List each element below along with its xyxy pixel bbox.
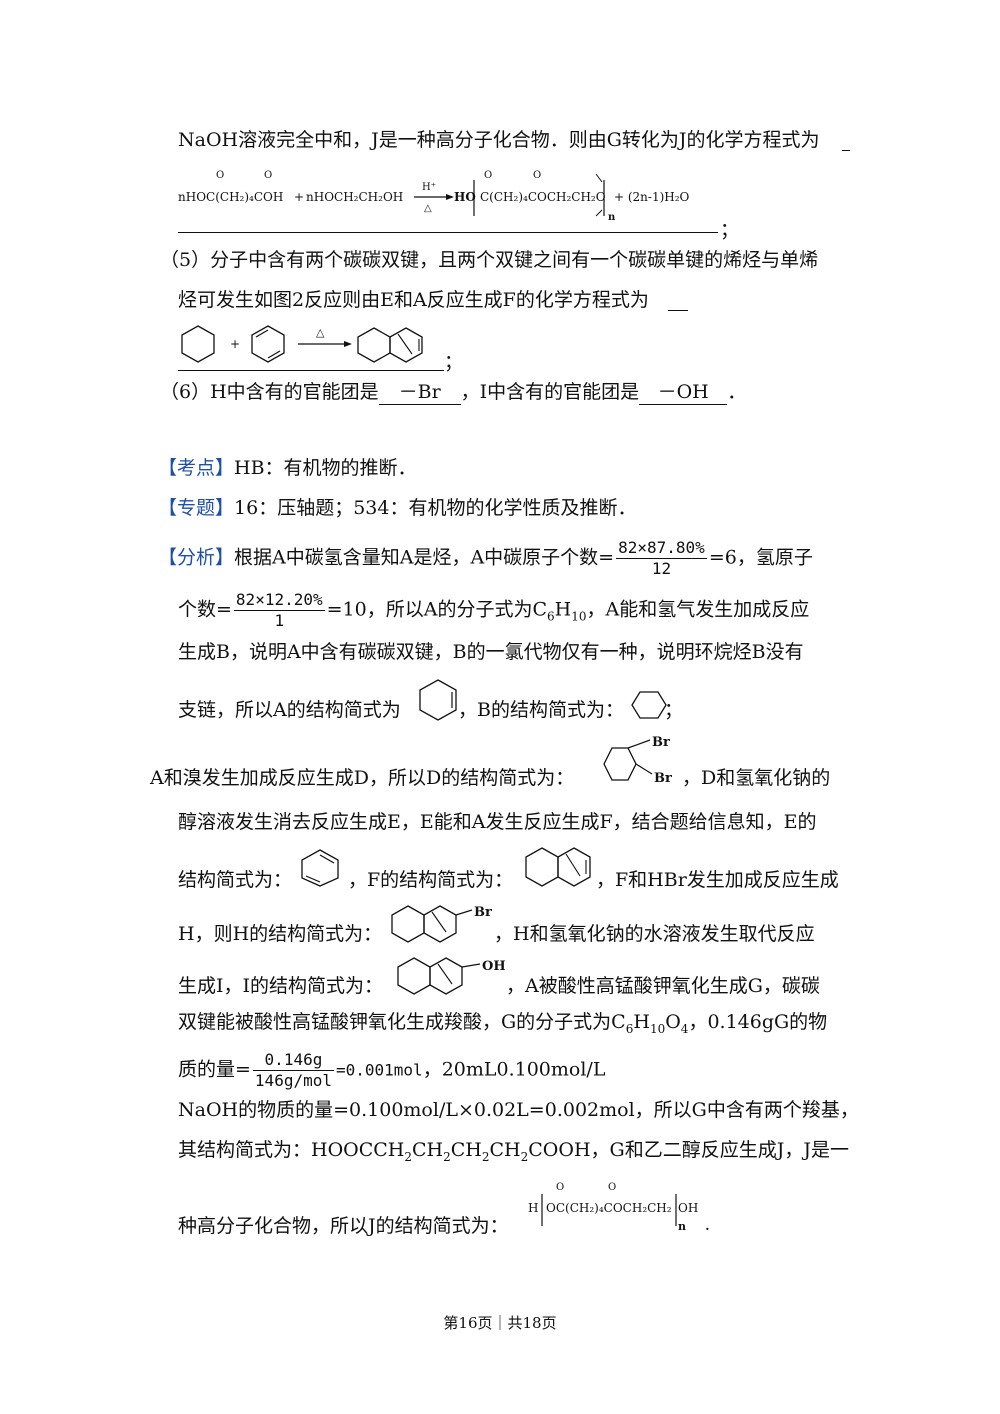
fenxi-line8b: ，H和氢氧化钠的水溶液发生取代反应 bbox=[494, 923, 815, 945]
q4-answer-underline bbox=[178, 232, 718, 233]
q4-line1: NaOH溶液完全中和，J是一种高分子化合物．则由G转化为J的化学方程式为 bbox=[178, 129, 820, 151]
q5-end: ； bbox=[444, 351, 464, 373]
structure-D-dibromocyclohexane: Br Br bbox=[603, 735, 672, 786]
fenxi-line3: 生成B，说明A中含有碳碳双键，B的一氯代物仅有一种，说明环烷烃B没有 bbox=[178, 641, 804, 663]
fenxi-line7b: ，F的结构简式为： bbox=[348, 869, 514, 891]
fenxi-line4a: 支链，所以A的结构简式为 bbox=[178, 699, 401, 721]
svg-text:O: O bbox=[556, 1182, 564, 1193]
svg-text:△: △ bbox=[424, 203, 432, 214]
fenxi-line4b: ，B的结构简式为： bbox=[458, 699, 624, 721]
structure-H-bromo-bicyclic: Br bbox=[391, 905, 492, 943]
q4-equation-image: O O nHOC(CH₂)₄COH + nHOCH₂CH₂OH H⁺ △ HO … bbox=[178, 170, 690, 223]
structure-F-bicyclic bbox=[525, 847, 591, 887]
structure-E-cyclohexadiene bbox=[301, 849, 339, 887]
eq-reactant2: nHOCH₂CH₂OH bbox=[306, 190, 403, 204]
fenxi-line7a: 结构简式为： bbox=[178, 869, 293, 891]
svg-text:O: O bbox=[484, 170, 492, 181]
fenxi-line12: NaOH的物质的量=0.100mol/L×0.02L=0.002mol，所以G中… bbox=[178, 1099, 859, 1121]
svg-text:+ (2n-1)H₂O: + (2n-1)H₂O bbox=[614, 190, 690, 204]
svg-text:O: O bbox=[216, 170, 224, 181]
svg-text:+: + bbox=[294, 190, 304, 204]
svg-text:OH: OH bbox=[482, 959, 506, 974]
structure-I-hydroxy-bicyclic: OH bbox=[397, 957, 506, 995]
structure-A-cyclohexene bbox=[419, 679, 457, 721]
structure-B-cyclohexane bbox=[631, 691, 667, 719]
fenxi-line14: 种高分子化合物，所以J的结构简式为： bbox=[178, 1215, 509, 1237]
fraction-carbon: 82×87.80%12 bbox=[616, 538, 707, 578]
q5-blank-start bbox=[668, 310, 688, 311]
fenxi-line9b: ，A被酸性高锰酸钾氧化生成G，碳碳 bbox=[506, 975, 820, 997]
svg-text:n: n bbox=[608, 212, 616, 223]
svg-text:Br: Br bbox=[652, 735, 670, 750]
q4-end: ； bbox=[720, 219, 740, 241]
svg-text:Br: Br bbox=[654, 771, 672, 786]
svg-text:△: △ bbox=[316, 326, 325, 339]
fenxi-line7c: ，F和HBr发生加成反应生成 bbox=[596, 869, 839, 891]
fenxi-line4c: ； bbox=[664, 699, 684, 721]
svg-text:Br: Br bbox=[474, 905, 492, 920]
q6-answer-2: －OH bbox=[639, 380, 728, 405]
svg-text:．: ． bbox=[704, 1218, 718, 1234]
svg-text:OC(CH₂)₄COCH₂CH₂: OC(CH₂)₄COCH₂CH₂ bbox=[546, 1201, 672, 1215]
q5-reaction-image: + △ bbox=[181, 325, 423, 363]
zhuanti-tag: 【专题】 bbox=[158, 497, 235, 519]
kaodian-line: 【考点】HB：有机物的推断． bbox=[158, 457, 417, 479]
structure-J-polyester: H O O OC(CH₂)₄COCH₂CH₂ OH n ． bbox=[528, 1182, 718, 1234]
fenxi-line6: 醇溶液发生消去反应生成E，E能和A发生反应生成F，结合题给信息知，E的 bbox=[178, 811, 817, 833]
fenxi-line10: 双键能被酸性高锰酸钾氧化生成羧酸，G的分子式为C6H10O4，0.146gG的物 bbox=[178, 1011, 828, 1036]
svg-text:O: O bbox=[608, 1182, 616, 1193]
svg-text:n: n bbox=[678, 1220, 686, 1233]
fenxi-line1: 【分析】根据A中碳氢含量知A是烃，A中碳原子个数=82×87.80%12=6，氢… bbox=[158, 538, 813, 578]
eq-product: C(CH₂)₄COCH₂CH₂O bbox=[480, 190, 606, 204]
q4-blank-start bbox=[842, 150, 850, 151]
svg-text:HO: HO bbox=[454, 190, 476, 204]
svg-text:O: O bbox=[533, 170, 541, 181]
page-footer: 第16页｜共18页 bbox=[443, 1314, 557, 1332]
svg-text:OH: OH bbox=[678, 1201, 698, 1215]
q5-answer-underline bbox=[178, 370, 444, 371]
fenxi-line5a: A和溴发生加成反应生成D，所以D的结构简式为： bbox=[150, 767, 575, 789]
svg-text:H⁺: H⁺ bbox=[422, 182, 436, 193]
fenxi-line13: 其结构简式为：HOOCCH2CH2CH2CH2COOH，G和乙二醇反应生成J，J… bbox=[178, 1139, 849, 1164]
fenxi-line5b: ，D和氢氧化钠的 bbox=[682, 767, 831, 789]
svg-text:H: H bbox=[528, 1201, 538, 1215]
kaodian-tag: 【考点】 bbox=[158, 457, 235, 479]
svg-text:+: + bbox=[230, 337, 240, 351]
q6-answer-1: －Br bbox=[378, 380, 461, 405]
q6-line: （6）H中含有的官能团是－Br，I中含有的官能团是－OH． bbox=[160, 380, 747, 405]
fraction-hydrogen: 82×12.20%1 bbox=[233, 590, 325, 630]
svg-text:O: O bbox=[264, 170, 272, 181]
eq-reactant1: nHOC(CH₂)₄COH bbox=[178, 190, 283, 204]
fenxi-line8a: H，则H的结构简式为： bbox=[178, 923, 383, 945]
zhuanti-line: 【专题】16：压轴题；534：有机物的化学性质及推断． bbox=[158, 497, 637, 519]
fenxi-line2: 个数=82×12.20%1=10，所以A的分子式为C6H10，A能和氢气发生加成… bbox=[178, 590, 810, 630]
fenxi-line9a: 生成I，I的结构简式为： bbox=[178, 975, 384, 997]
fenxi-tag: 【分析】 bbox=[158, 546, 235, 569]
q5-line1: （5）分子中含有两个碳碳双键，且两个双键之间有一个碳碳单键的烯烃与单烯 bbox=[160, 249, 819, 271]
q5-line2: 烃可发生如图2反应则由E和A反应生成F的化学方程式为 bbox=[178, 289, 649, 311]
